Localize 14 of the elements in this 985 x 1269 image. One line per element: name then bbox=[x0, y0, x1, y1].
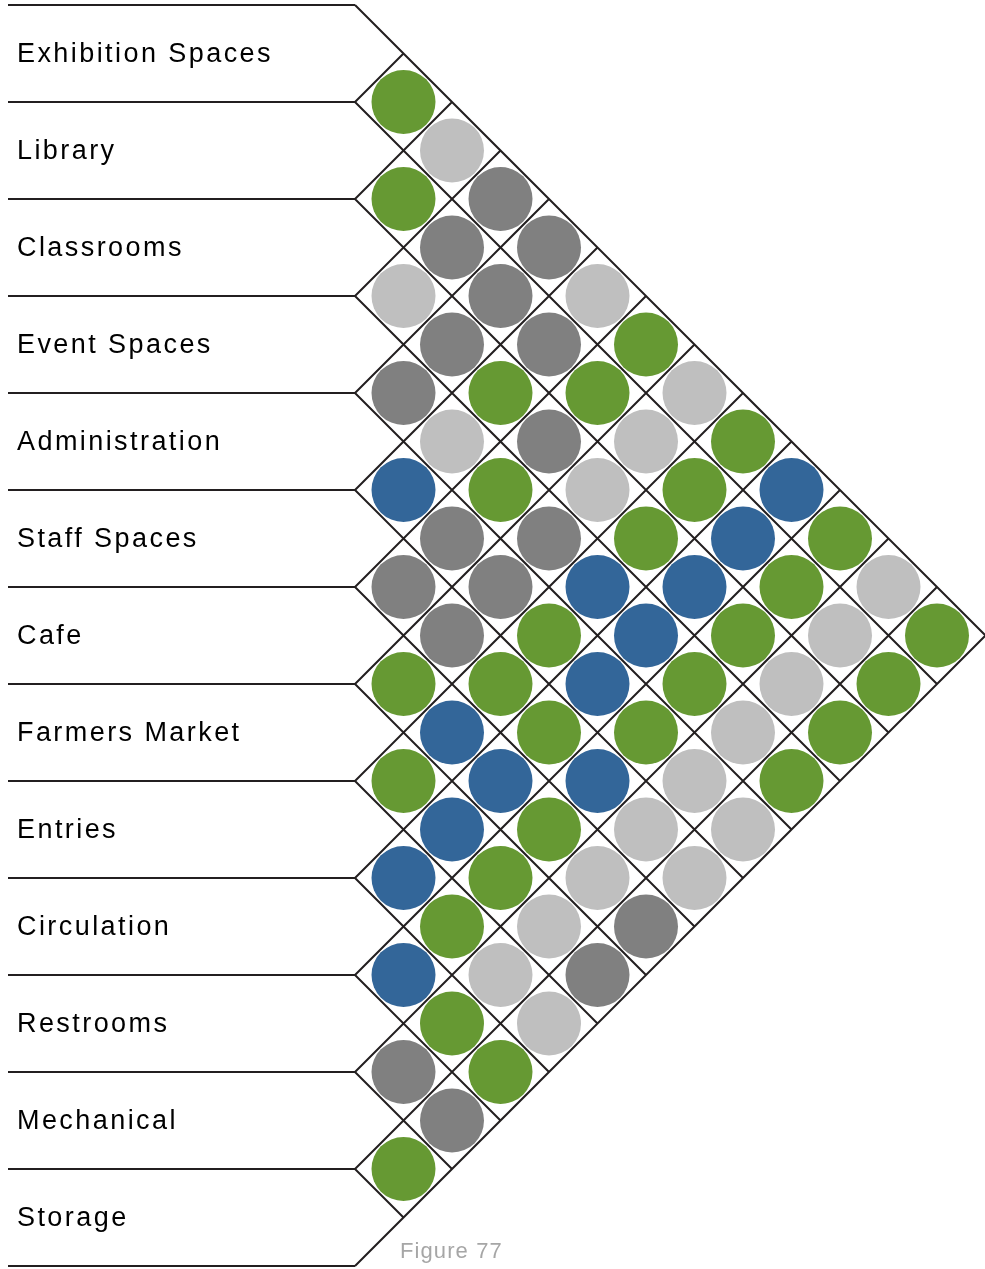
figure-caption: Figure 77 bbox=[400, 1240, 503, 1262]
row-label: Entries bbox=[17, 815, 119, 843]
row-label: Event Spaces bbox=[17, 330, 213, 358]
row-label: Farmers Market bbox=[17, 718, 242, 746]
row-label: Staff Spaces bbox=[17, 524, 199, 552]
row-label: Exhibition Spaces bbox=[17, 39, 273, 67]
row-label: Storage bbox=[17, 1203, 129, 1231]
row-label: Restrooms bbox=[17, 1009, 170, 1037]
row-label: Cafe bbox=[17, 621, 84, 649]
row-label: Administration bbox=[17, 427, 223, 455]
row-label: Classrooms bbox=[17, 233, 184, 261]
row-label: Circulation bbox=[17, 912, 172, 940]
row-label: Mechanical bbox=[17, 1106, 178, 1134]
row-label: Library bbox=[17, 136, 117, 164]
